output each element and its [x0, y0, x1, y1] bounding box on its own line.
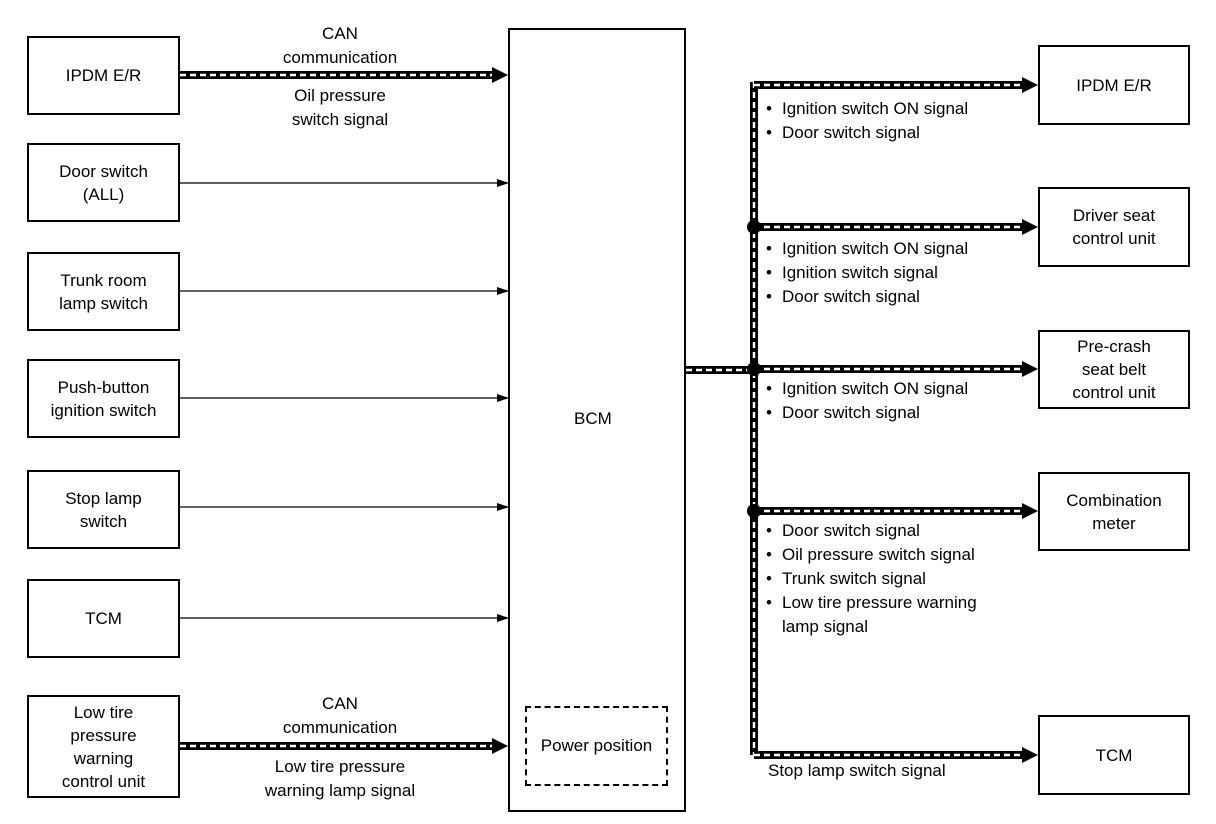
stop-lamp-box: Stop lamp switch — [27, 470, 180, 549]
door-switch-box: Door switch (ALL) — [27, 143, 180, 222]
bcm-box — [508, 28, 686, 812]
right-tcm-box: TCM — [1038, 715, 1190, 795]
signal-item: Door switch signal — [766, 285, 968, 309]
push-button-label: Push-button ignition switch — [50, 377, 157, 420]
combination-meter-label: Combination meter — [1066, 490, 1162, 533]
signal-item: Door switch signal — [766, 401, 968, 425]
signal-item: Door switch signal — [766, 121, 968, 145]
signal-item-continuation: lamp signal — [782, 617, 868, 636]
signal-item: Ignition switch ON signal — [766, 377, 968, 401]
ipdm-oil-label: Oil pressure switch signal — [291, 86, 389, 129]
ipdm-er-box: IPDM E/R — [27, 36, 180, 115]
driver-seat-box: Driver seat control unit — [1038, 187, 1190, 267]
signal-item: Door switch signal — [766, 519, 977, 543]
door-switch-label: Door switch (ALL) — [59, 161, 148, 204]
ipdm-can-label: CAN communication — [282, 24, 398, 67]
signal-item: Ignition switch ON signal — [766, 237, 968, 261]
signal-item: Ignition switch ON signal — [766, 97, 968, 121]
can-line-ipdm — [180, 67, 508, 83]
driver-seat-signal-list: Ignition switch ON signal Ignition switc… — [766, 237, 968, 309]
right-ipdm-er-box: IPDM E/R — [1038, 45, 1190, 125]
ipdm-er-label: IPDM E/R — [65, 66, 142, 85]
can-bus-right — [686, 77, 1038, 763]
tcm-left-label: TCM — [85, 609, 122, 628]
pre-crash-box: Pre-crash seat belt control unit — [1038, 330, 1190, 409]
signal-item: Low tire pressure warning — [766, 591, 977, 615]
right-tcm-label: TCM — [1095, 745, 1133, 765]
trunk-switch-box: Trunk room lamp switch — [27, 252, 180, 331]
trunk-switch-label: Trunk room lamp switch — [59, 270, 148, 313]
tire-warning-box: Low tire pressure warning control unit — [27, 695, 180, 798]
pre-crash-signal-list: Ignition switch ON signal Door switch si… — [766, 377, 968, 425]
combination-meter-box: Combination meter — [1038, 472, 1190, 551]
stop-lamp-label: Stop lamp switch — [65, 488, 142, 531]
signal-item: Trunk switch signal — [766, 567, 977, 591]
tire-lamp-label: Low tire pressure warning lamp signal — [264, 757, 416, 800]
combination-meter-signal-list: Door switch signal Oil pressure switch s… — [766, 519, 977, 639]
power-position-box: Power position — [525, 706, 668, 786]
power-position-label: Power position — [540, 736, 653, 755]
pre-crash-label: Pre-crash seat belt control unit — [1072, 337, 1156, 402]
tire-can-label: CAN communication — [282, 694, 398, 737]
tcm-left-box: TCM — [27, 579, 180, 658]
tcm-signal-label: Stop lamp switch signal — [768, 761, 946, 780]
ipdm-signal-list: Ignition switch ON signal Door switch si… — [766, 97, 968, 145]
signal-item: Ignition switch signal — [766, 261, 968, 285]
right-ipdm-er-label: IPDM E/R — [1076, 75, 1152, 95]
bcm-label: BCM — [574, 409, 612, 428]
tire-warning-label: Low tire pressure warning control unit — [61, 702, 146, 791]
signal-item: Oil pressure switch signal — [766, 543, 977, 567]
driver-seat-label: Driver seat control unit — [1072, 206, 1156, 248]
can-line-tire — [180, 738, 508, 754]
push-button-box: Push-button ignition switch — [27, 359, 180, 438]
